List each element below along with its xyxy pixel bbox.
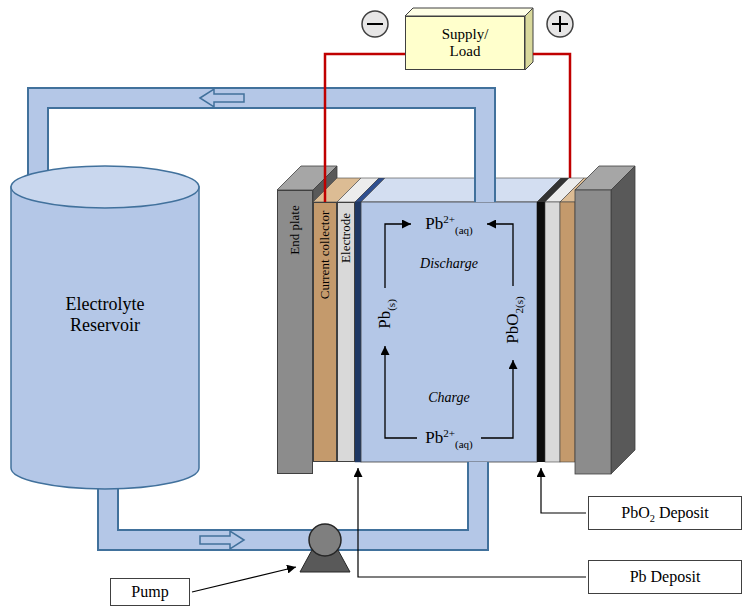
flow-arrow: [200, 89, 244, 107]
leader-line: [358, 468, 586, 577]
callout-label: Pb Deposit: [630, 568, 701, 586]
layer-label: End plate: [288, 205, 303, 254]
electrolyte-chamber: Pb2+(aq)DischargePb(s)PbO2(s)ChargePb2+(…: [361, 202, 537, 462]
electrolyte-chamber-face: [361, 202, 537, 462]
pump-symbol: [300, 524, 350, 572]
reservoir-body: [11, 187, 199, 489]
callout-box: Pump: [110, 578, 190, 606]
plus-sign: [559, 16, 561, 32]
box-label: Supply/ Load: [442, 26, 489, 61]
callout-box: PbO2 Deposit: [588, 496, 742, 530]
callout-label: Pump: [131, 583, 168, 601]
process-label: Discharge: [420, 256, 478, 272]
end-plate-front: [575, 190, 611, 474]
end-plate: End plate: [277, 190, 313, 474]
flow-arrow: [200, 531, 244, 549]
reaction-arrow: [481, 360, 513, 438]
minus-sign: [367, 23, 383, 25]
box-top-face: [405, 8, 533, 16]
box-side-face: [525, 8, 533, 70]
species-label: Pb2+(aq): [425, 214, 473, 234]
chamber-top: [361, 178, 561, 202]
negative-terminal: [362, 11, 388, 37]
positive-terminal: [547, 11, 573, 37]
layer-label: Electrode: [339, 213, 354, 263]
electrode-layer: [545, 202, 560, 462]
reaction-arrow: [385, 346, 417, 438]
current-collector: Current collector: [313, 202, 337, 462]
species-label: Pb(s): [375, 299, 395, 329]
electrode: Electrode: [337, 202, 355, 462]
collector-layer: [560, 202, 575, 462]
positive-wire: [533, 54, 570, 196]
reservoir-label: Electrolyte Reservoir: [66, 294, 145, 335]
callout-label: PbO2 Deposit: [621, 504, 708, 522]
end-plate-side: [611, 166, 635, 474]
power-supply-box: Supply/ Load: [405, 16, 525, 70]
electrolyte-reservoir: Electrolyte Reservoir: [10, 165, 200, 490]
species-label: PbO2(s): [503, 296, 523, 343]
reaction-arrow: [487, 224, 513, 286]
negative-wire: [325, 54, 405, 202]
process-label: Charge: [428, 390, 469, 406]
pb-deposit-layer: [355, 202, 361, 462]
reaction-arrow: [385, 224, 411, 288]
leader-line: [541, 468, 586, 513]
callout-box: Pb Deposit: [588, 560, 742, 594]
pbo2-deposit-layer: [537, 202, 545, 462]
wire-path: [325, 54, 405, 202]
pump-body: [309, 524, 341, 556]
terminal-circle: [547, 11, 573, 37]
reservoir-top: [11, 166, 199, 208]
leader-line: [192, 567, 296, 592]
layer-label: Current collector: [318, 211, 333, 299]
terminal-circle: [362, 11, 388, 37]
species-label: Pb2+(aq): [425, 428, 473, 448]
